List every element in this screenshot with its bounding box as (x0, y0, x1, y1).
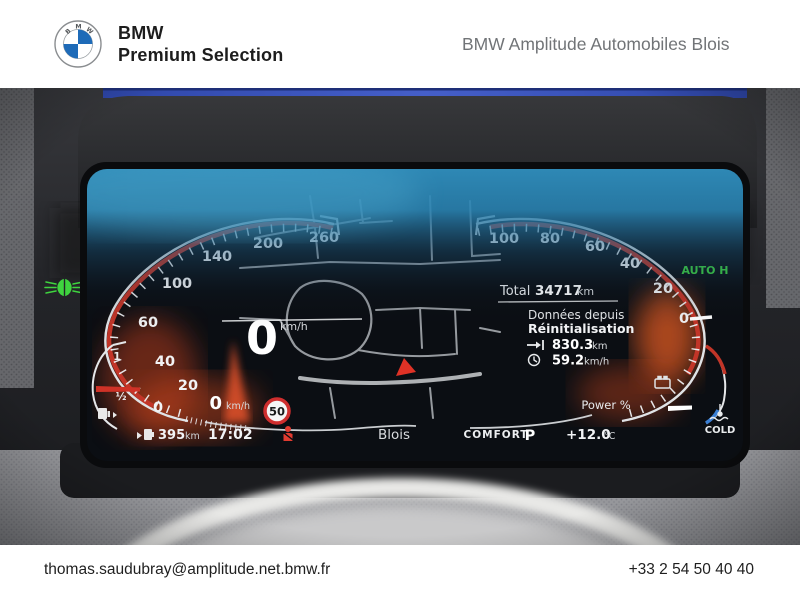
brand-line1: BMW (118, 23, 164, 43)
header: B M W BMW Premium Selection BMW Amplitud… (0, 0, 800, 88)
footer: thomas.saudubray@amplitude.net.bmw.fr +3… (0, 545, 800, 600)
bmw-logo-icon: B M W (54, 20, 102, 68)
photo-vignette (0, 88, 800, 545)
svg-text:W: W (84, 26, 94, 36)
instrument-cluster-photo: 260 200 140 100 60 40 20 0 (0, 88, 800, 600)
vehicle-photo: 260 200 140 100 60 40 20 0 (0, 88, 800, 600)
svg-text:M: M (75, 24, 81, 31)
contact-phone: +33 2 54 50 40 40 (628, 561, 754, 578)
brand-text: BMW Premium Selection (118, 22, 283, 66)
svg-text:B: B (64, 27, 72, 36)
brand-line2: Premium Selection (118, 45, 284, 65)
contact-email: thomas.saudubray@amplitude.net.bmw.fr (44, 561, 331, 578)
brand-block: B M W BMW Premium Selection (54, 20, 283, 68)
dealer-name: BMW Amplitude Automobiles Blois (462, 34, 730, 54)
